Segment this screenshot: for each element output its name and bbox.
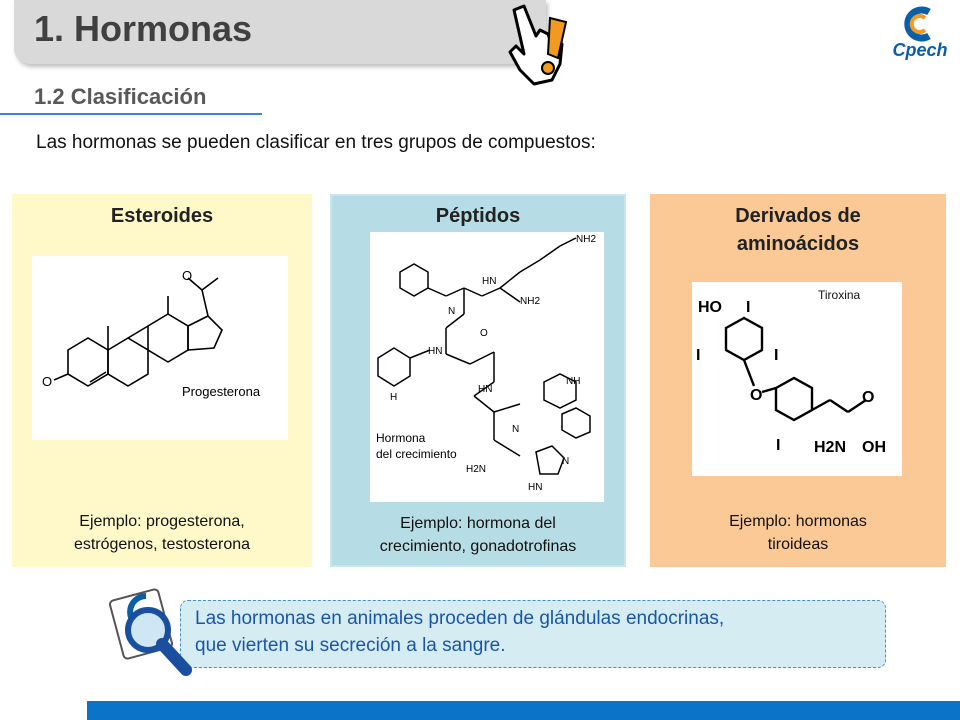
svg-text:N: N (448, 306, 455, 317)
svg-text:I: I (696, 347, 700, 364)
svg-text:I: I (746, 299, 750, 316)
svg-text:HN: HN (528, 482, 542, 493)
svg-text:O: O (182, 268, 192, 283)
panel-heading: Esteroides (110, 205, 214, 227)
svg-text:I: I (776, 437, 780, 454)
panel-example-line1: Ejemplo: hormonas (729, 513, 867, 530)
panel-heading-line1: Derivados de (735, 205, 861, 227)
panel-example-line1: Ejemplo: hormona del (400, 515, 556, 532)
panel-derivados-aminoacidos: Derivados de aminoácidos HO I I O I I H2… (650, 194, 946, 567)
svg-text:H2N: H2N (814, 439, 846, 456)
subtitle-underline (0, 113, 262, 115)
panel-peptidos: Péptidos (330, 194, 626, 567)
svg-text:N: N (562, 456, 569, 467)
cpech-logo: Cpech (885, 4, 955, 66)
molecule-label-line1: Hormona (376, 431, 426, 445)
panel-example-line1: Ejemplo: progesterona, (79, 513, 245, 530)
svg-text:I: I (774, 347, 778, 364)
svg-text:OH: OH (862, 439, 886, 456)
panel-example-line2: crecimiento, gonadotrofinas (379, 538, 577, 555)
svg-text:O: O (750, 387, 762, 404)
svg-text:O: O (862, 389, 874, 406)
intro-text: Las hormonas se pueden clasificar en tre… (36, 132, 596, 153)
note-line1: Las hormonas en animales proceden de glá… (195, 608, 725, 629)
molecule-label: Progesterona (182, 384, 261, 399)
bottom-bar (87, 701, 960, 720)
svg-text:O: O (480, 328, 488, 339)
exclamation-icon (541, 16, 568, 75)
panel-example-line2: estrógenos, testosterona (73, 536, 251, 553)
logo-text: Cpech (892, 40, 948, 60)
svg-text:NH2: NH2 (576, 234, 596, 245)
magnifier-icon (108, 588, 192, 676)
svg-text:O: O (42, 374, 52, 389)
svg-text:HN: HN (428, 346, 442, 357)
note-box: Las hormonas en animales proceden de glá… (180, 600, 886, 668)
svg-text:HN: HN (482, 276, 496, 287)
svg-text:N: N (512, 424, 519, 435)
thyroxine-structure: HO I I O I I H2N O OH Tiroxina (692, 282, 902, 476)
section-subtitle: 1.2 Clasificación (34, 84, 207, 109)
title-bar: 1. Hormonas (14, 0, 546, 64)
panel-example-line2: tiroideas (767, 536, 829, 553)
molecule-label: Tiroxina (818, 288, 861, 302)
panel-heading: Péptidos (435, 205, 521, 227)
note-text: Las hormonas en animales proceden de glá… (195, 605, 875, 659)
note-line2: que vierten su secreción a la sangre. (195, 635, 506, 656)
molecule-label-line2: del crecimiento (376, 447, 457, 461)
panel-esteroides: Esteroides O O P (12, 194, 312, 567)
svg-text:H: H (390, 392, 397, 403)
svg-text:H2N: H2N (466, 464, 486, 475)
panel-heading-line2: aminoácidos (736, 233, 860, 255)
svg-text:NH: NH (566, 376, 580, 387)
svg-text:HO: HO (698, 299, 722, 316)
progesterone-structure: O O Progesterona (32, 256, 288, 440)
hand-pointer-icon (508, 4, 568, 86)
page-title: 1. Hormonas (34, 8, 253, 49)
svg-text:NH2: NH2 (520, 296, 540, 307)
svg-text:HN: HN (478, 384, 492, 395)
growth-hormone-structure: NH2 HN NH2 N O HN H HN NH N H2N HN N Hor… (370, 232, 604, 502)
